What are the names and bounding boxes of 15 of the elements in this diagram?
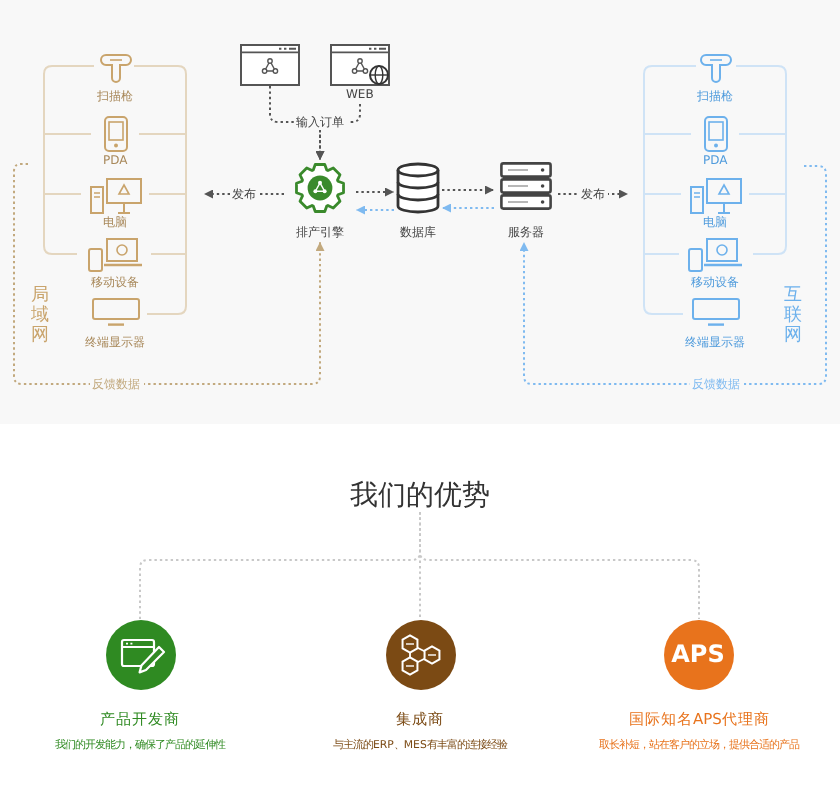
- arrow: [441, 203, 495, 213]
- arrow: [519, 165, 827, 385]
- group-label: 互联网: [784, 286, 803, 346]
- badge: APS: [663, 619, 733, 689]
- section-title: 我们的优势: [350, 480, 490, 512]
- window-icon: [240, 44, 300, 86]
- arrow: [441, 185, 495, 195]
- arrow: [355, 187, 395, 197]
- arrow: [203, 189, 285, 199]
- group-label: 局域网: [31, 286, 50, 346]
- window-pencil-icon: [105, 619, 175, 689]
- arrow: [13, 163, 325, 385]
- connector-line: [419, 511, 700, 620]
- arrow: [355, 205, 395, 215]
- network-icon: [385, 619, 455, 689]
